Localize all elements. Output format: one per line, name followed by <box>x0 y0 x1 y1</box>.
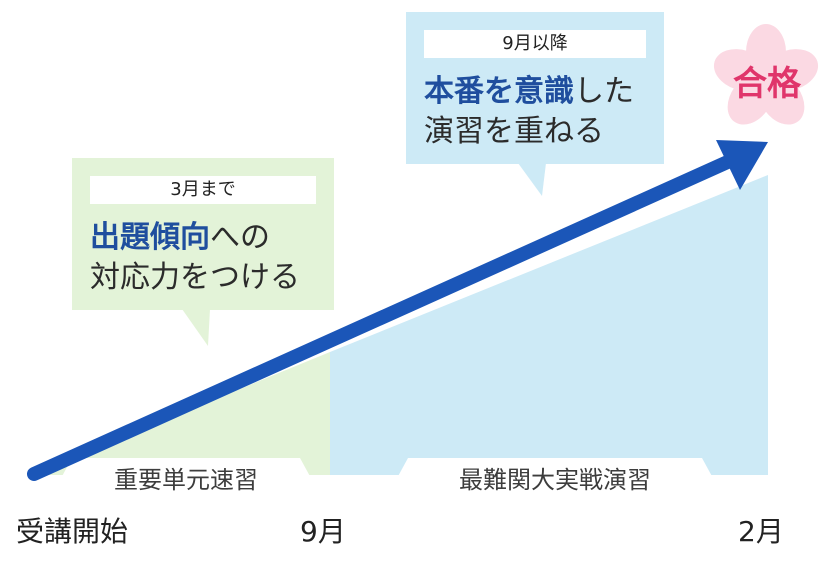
phase2-label: 最難関大実戦演習 <box>459 466 651 494</box>
goal-label: 合格 <box>733 64 801 104</box>
timeline-start-label: 受講開始 <box>16 515 129 548</box>
phase2-area <box>330 175 768 475</box>
phase2-banner <box>396 458 714 502</box>
phase1-banner <box>60 458 312 502</box>
timeline-mid-label: 9月 <box>300 515 346 548</box>
callout2-line2: 演習を重ねる <box>424 114 604 149</box>
phase1-label: 重要単元速習 <box>114 466 258 494</box>
callout1-text: 出題傾向への 対応力をつける <box>90 218 300 298</box>
callout2-tail <box>518 163 546 196</box>
callout1-line2: 対応力をつける <box>90 260 300 295</box>
progress-arrow <box>27 140 768 481</box>
callout2-emphasis: 本番を意識 <box>424 74 574 109</box>
callout2-text: 本番を意識した 演習を重ねる <box>424 72 634 152</box>
callout2-line1-rest: した <box>574 74 634 109</box>
callout1-emphasis: 出題傾向 <box>90 220 210 255</box>
callout2-badge: 9月以降 <box>424 30 646 58</box>
timeline-end-label: 2月 <box>738 515 784 548</box>
callout1-badge: 3月まで <box>90 176 316 204</box>
callout1-line1-rest: への <box>210 220 270 255</box>
sakura-flower-icon <box>713 24 819 125</box>
callout1-tail <box>182 309 210 346</box>
